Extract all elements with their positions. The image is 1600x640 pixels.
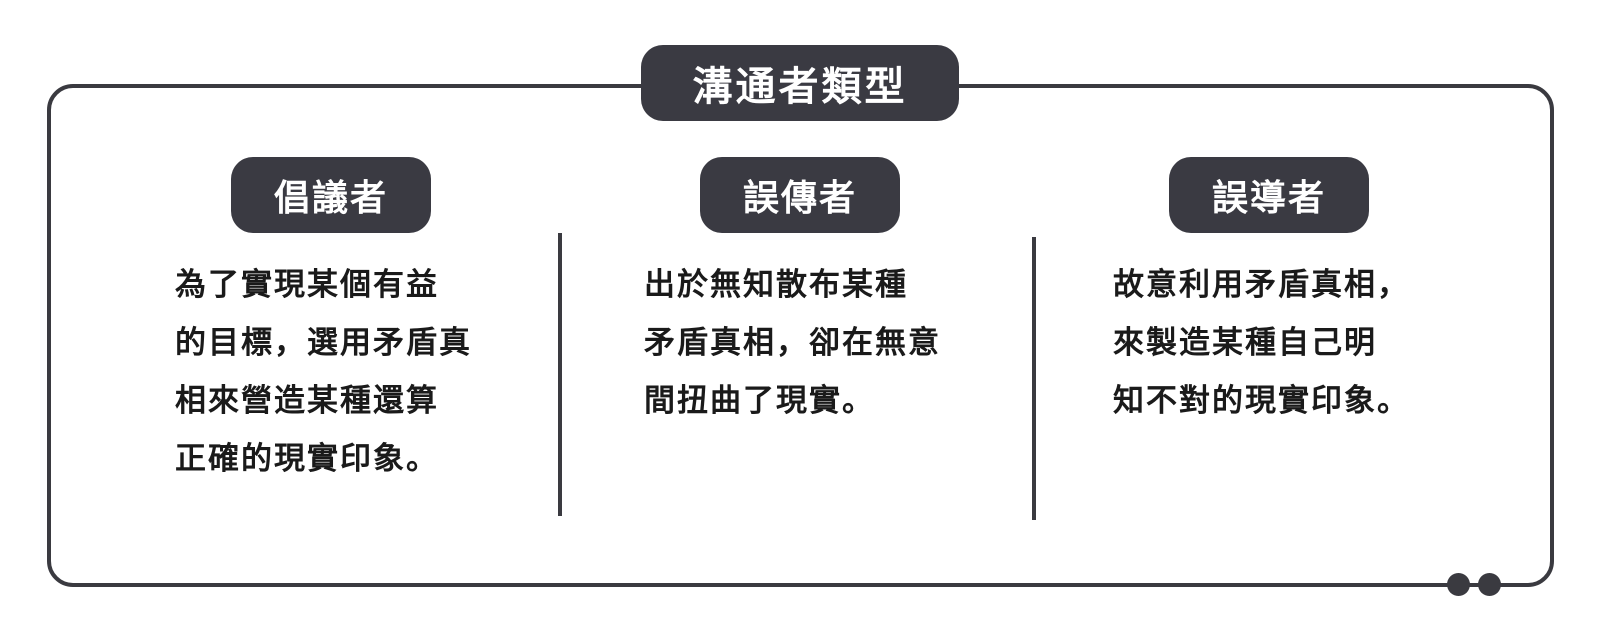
description-line: 故意利用矛盾真相， — [1113, 267, 1410, 303]
description-line: 為了實現某個有益 — [175, 267, 439, 303]
column-label-advocate: 倡議者 — [231, 157, 431, 233]
column-label-disinformer: 誤導者 — [1169, 157, 1369, 233]
diagram-title: 溝通者類型 — [641, 45, 959, 121]
column-description-disinformer: 故意利用矛盾真相， 來製造某種自己明 知不對的現實印象。 — [1113, 256, 1443, 430]
description-line: 正確的現實印象。 — [175, 441, 439, 477]
description-line: 出於無知散布某種 — [644, 267, 908, 303]
description-line: 知不對的現實印象。 — [1113, 383, 1410, 419]
description-line: 矛盾真相，卻在無意 — [644, 325, 941, 361]
decorative-dot — [1447, 573, 1470, 596]
column-label-misinformer: 誤傳者 — [700, 157, 900, 233]
decorative-dot — [1478, 573, 1501, 596]
description-line: 的目標，選用矛盾真 — [175, 325, 472, 361]
column-divider — [558, 233, 562, 516]
description-line: 來製造某種自己明 — [1113, 325, 1377, 361]
column-divider — [1032, 237, 1036, 520]
column-description-advocate: 為了實現某個有益 的目標，選用矛盾真 相來營造某種還算 正確的現實印象。 — [175, 256, 505, 488]
description-line: 相來營造某種還算 — [175, 383, 439, 419]
column-description-misinformer: 出於無知散布某種 矛盾真相，卻在無意 間扭曲了現實。 — [644, 256, 974, 430]
description-line: 間扭曲了現實。 — [644, 383, 875, 419]
